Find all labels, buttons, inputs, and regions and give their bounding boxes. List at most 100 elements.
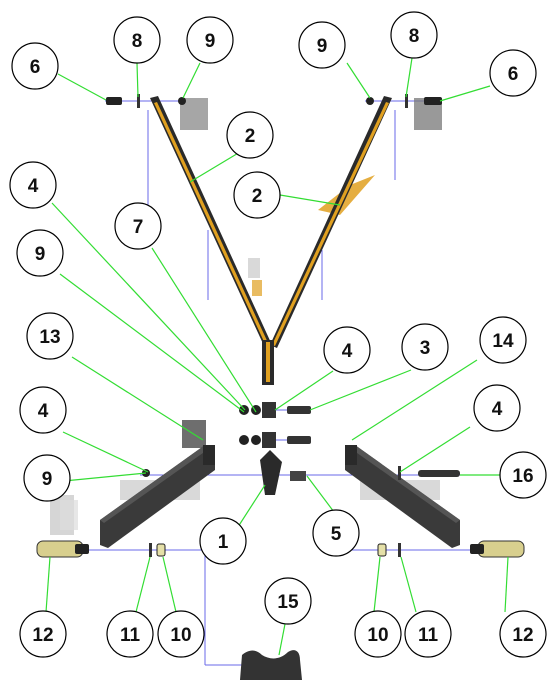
callout-label: 11 (120, 625, 141, 646)
callout-label: 10 (367, 625, 388, 646)
shadow-block (252, 280, 262, 296)
callout-label: 5 (331, 524, 342, 545)
callout-1: 1 (199, 517, 247, 565)
callout-label: 4 (28, 176, 39, 197)
right-frame-stripe (272, 102, 389, 346)
callout-label: 8 (409, 26, 420, 47)
callout-10-left: 10 (157, 610, 205, 658)
v-frame (150, 96, 392, 385)
callout-label: 14 (492, 331, 514, 352)
callout-9-top-left: 9 (186, 16, 234, 64)
bolt-lower (287, 436, 311, 444)
lower-left-arm (100, 445, 215, 548)
handle-12-right-end (470, 544, 484, 554)
callout-14: 14 (479, 316, 527, 364)
arm-13-top (100, 445, 210, 523)
hub-block (262, 432, 276, 448)
callout-8-left: 8 (113, 16, 161, 64)
top-right-hardware (366, 94, 442, 108)
callout-4-center: 4 (323, 326, 371, 374)
washer-11-left (149, 543, 152, 557)
callout-label: 9 (205, 31, 216, 52)
hub-block (262, 402, 276, 418)
callout-9-top-right: 9 (298, 21, 346, 69)
callout-15: 15 (264, 577, 312, 625)
top-left-hardware (106, 94, 186, 108)
callout-16: 16 (499, 451, 547, 499)
shadow-block (60, 500, 78, 530)
callout-2-right: 2 (233, 171, 281, 219)
callout-label: 9 (42, 469, 53, 490)
left-frame-stripe (154, 102, 269, 346)
callout-11-left: 11 (106, 610, 154, 658)
bolt-3 (287, 406, 311, 414)
callout-10-right: 10 (354, 610, 402, 658)
callouts: 8 9 6 9 8 6 2 2 (9, 11, 547, 658)
hub-nut (239, 435, 249, 445)
arm-13 (100, 445, 215, 548)
callout-label: 8 (132, 31, 143, 52)
cap-10-right (377, 543, 387, 557)
nut-9-right (366, 97, 374, 105)
arm-14-top (350, 445, 460, 523)
center-post-stripe (266, 342, 270, 382)
callout-7: 7 (114, 202, 162, 250)
callout-label: 6 (508, 64, 519, 85)
callout-label: 9 (317, 36, 328, 57)
callout-4-upper-left: 4 (9, 161, 57, 209)
callout-12-right: 12 (499, 610, 547, 658)
callout-5: 5 (312, 509, 360, 557)
callout-label: 4 (38, 401, 49, 422)
callout-label: 4 (342, 341, 353, 362)
bolt-16 (418, 470, 460, 477)
callout-label: 10 (170, 625, 191, 646)
lower-hardware (36, 466, 525, 558)
callout-label: 9 (35, 244, 46, 265)
callout-label: 2 (245, 126, 256, 147)
callout-label: 15 (277, 592, 299, 613)
center-hub (239, 402, 311, 495)
hub-nut (251, 435, 261, 445)
callout-label: 16 (512, 466, 533, 487)
callout-label: 13 (39, 327, 60, 348)
lower-right-arm (345, 445, 460, 548)
cap-10-left (156, 543, 166, 557)
shadow-block (248, 258, 260, 278)
callout-3: 3 (401, 323, 449, 371)
arm-14 (345, 445, 460, 548)
callout-12-left: 12 (19, 610, 67, 658)
callout-label: 11 (418, 625, 439, 646)
callout-13: 13 (26, 312, 74, 360)
handle-12-left-end (75, 544, 89, 554)
hinge-1 (260, 450, 282, 495)
callout-4-lower-right: 4 (473, 384, 521, 432)
callout-label: 4 (492, 399, 503, 420)
callout-label: 7 (133, 217, 144, 238)
callout-4-lower-left: 4 (19, 386, 67, 434)
arm-13-post (203, 445, 215, 465)
callout-2-left: 2 (226, 111, 274, 159)
callout-6-right: 6 (489, 49, 537, 97)
pin-6-left (106, 97, 122, 105)
callout-label: 6 (30, 57, 41, 78)
callout-label: 1 (218, 532, 229, 553)
callout-9-mid-left: 9 (16, 229, 64, 277)
washer-11-right (398, 543, 401, 557)
washer-4-right (398, 466, 401, 480)
leader-lines (45, 57, 509, 656)
nut-9-left (178, 97, 186, 105)
callout-8-right: 8 (390, 11, 438, 59)
callout-label: 2 (252, 186, 263, 207)
spacer-5 (290, 471, 306, 481)
pin-6-right (424, 97, 442, 105)
washer-8-right (405, 94, 408, 108)
handle-12-right (477, 540, 525, 558)
arm-14-post (345, 445, 357, 465)
callout-label: 12 (512, 625, 533, 646)
washer-8-left (137, 94, 140, 108)
callout-6-left: 6 (11, 42, 59, 90)
callout-9-lower-left: 9 (23, 454, 71, 502)
callout-label: 3 (420, 338, 431, 359)
callout-label: 12 (32, 625, 53, 646)
